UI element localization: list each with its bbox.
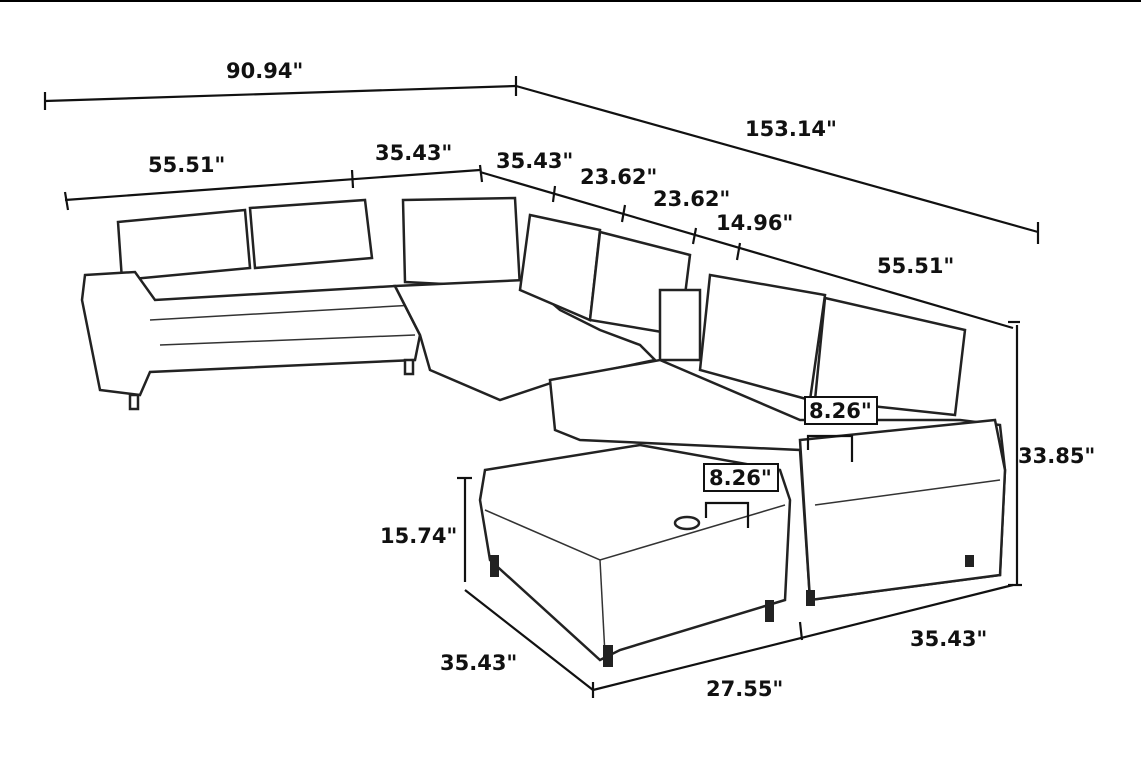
- label-console-width: 14.96": [716, 211, 793, 235]
- left-sofa-section: [80, 270, 422, 397]
- label-side-seat-2: 23.62": [580, 165, 657, 189]
- label-right-section-width: 55.51": [877, 254, 954, 278]
- label-overall-back-width: 90.94": [226, 59, 303, 83]
- dimension-labels: 90.94" 153.14" 55.51" 35.43" 35.43" 23.6…: [148, 59, 1095, 701]
- sofa-illustration: [80, 196, 1007, 667]
- backrest-cushion: [813, 296, 967, 417]
- label-side-seat-3: 23.62": [653, 187, 730, 211]
- label-armrest-width-right: 8.26": [809, 399, 872, 423]
- backrest-cushion: [401, 196, 522, 290]
- label-overall-side-length: 153.14": [745, 117, 837, 141]
- console: [658, 288, 702, 362]
- cup-holder: [673, 515, 701, 531]
- label-seat-height: 15.74": [380, 524, 457, 548]
- label-right-depth: 35.43": [910, 627, 987, 651]
- label-armrest-width-chaise: 8.26": [709, 466, 772, 490]
- backrest-cushion: [698, 273, 827, 402]
- label-chaise-depth: 35.43": [440, 651, 517, 675]
- label-corner-width: 35.43": [375, 141, 452, 165]
- chaise-section: [478, 443, 792, 662]
- backrest-cushion: [248, 198, 374, 270]
- label-overall-height: 33.85": [1018, 444, 1095, 468]
- right-armrest: [798, 418, 1007, 602]
- label-left-section-width: 55.51": [148, 153, 225, 177]
- dimension-lines: [43, 76, 1040, 698]
- label-side-seat-1: 35.43": [496, 149, 573, 173]
- backrest-cushion: [116, 208, 252, 282]
- label-chaise-width: 27.55": [706, 677, 783, 701]
